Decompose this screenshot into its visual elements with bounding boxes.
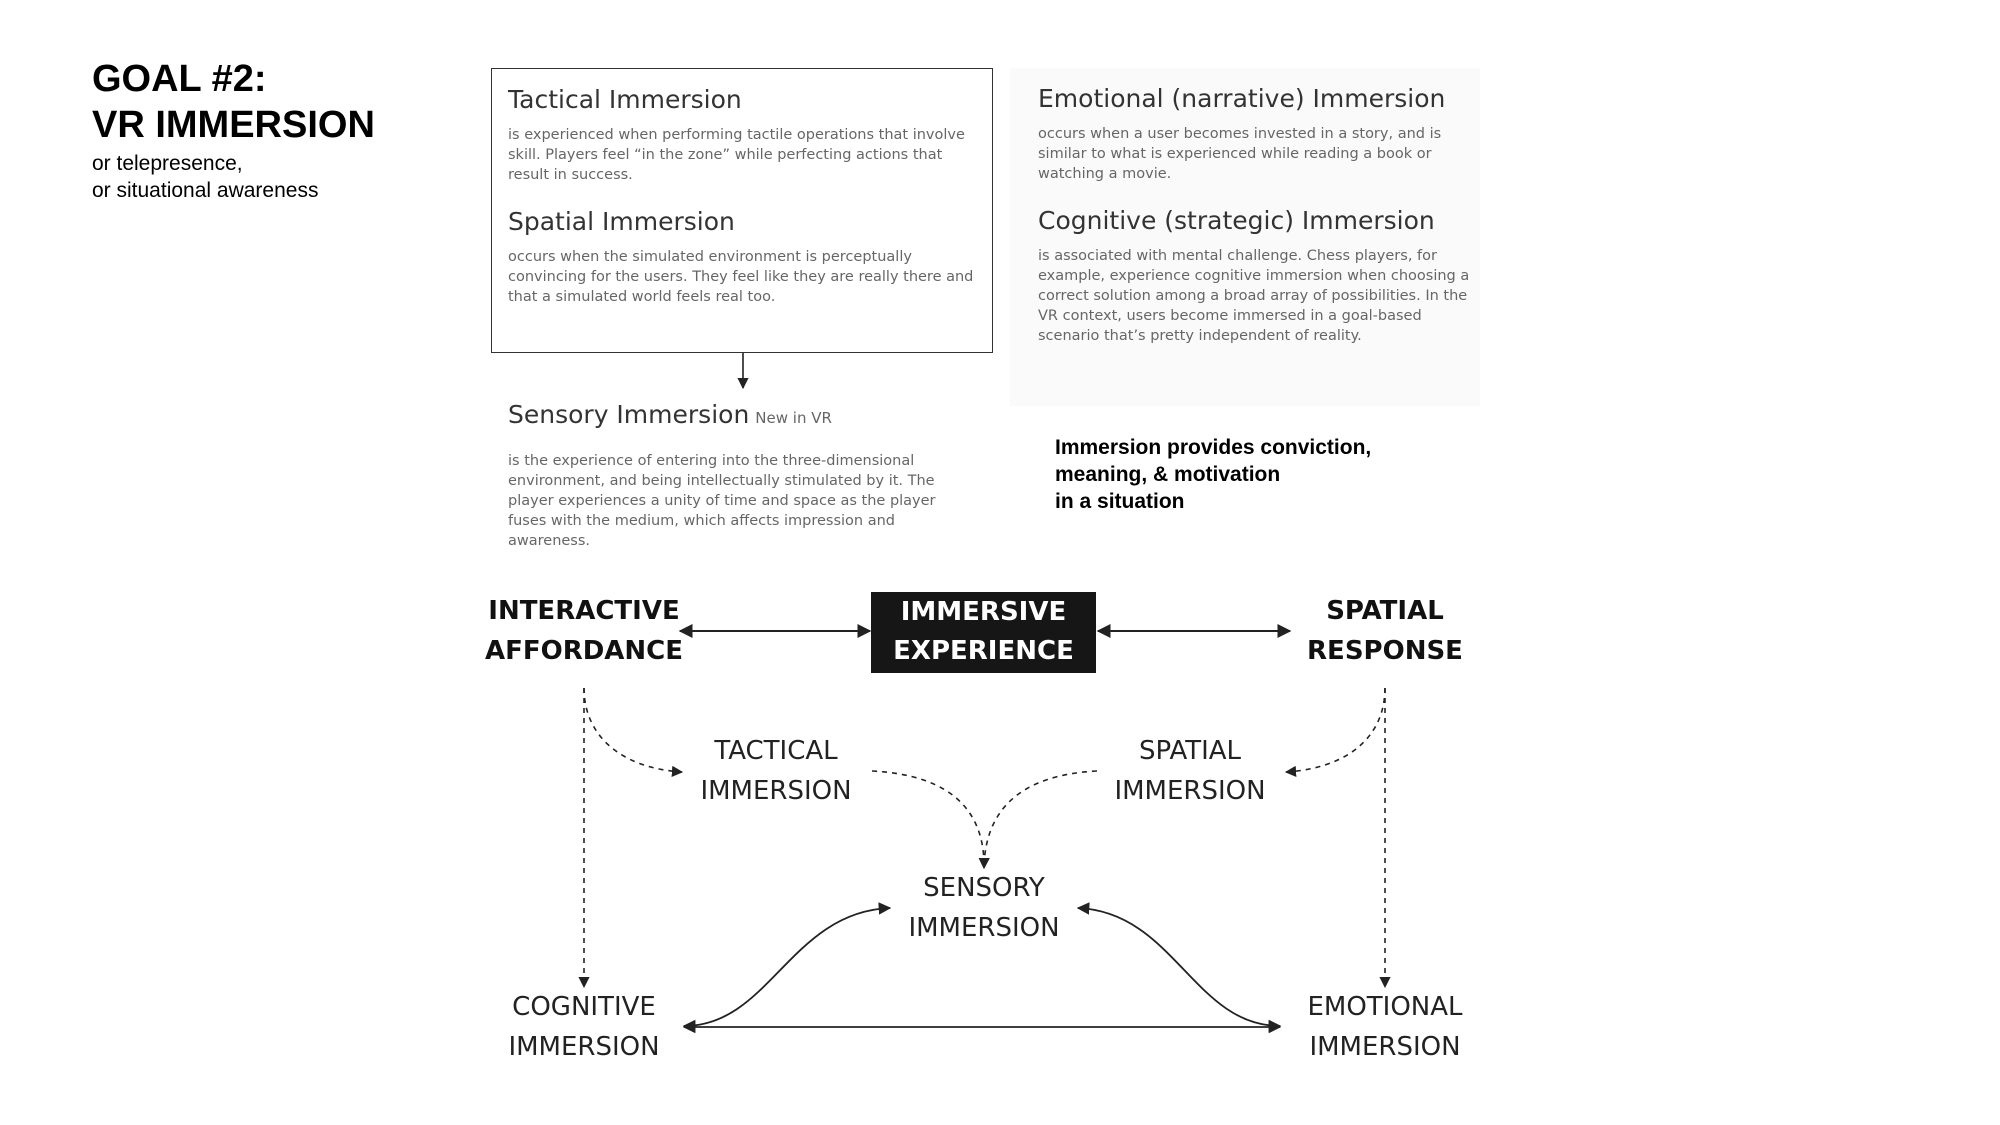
slide-title: GOAL #2: VR IMMERSION <box>92 56 375 148</box>
edge-affordance-tactical <box>583 687 684 777</box>
slide-title-line-1: GOAL #2: <box>92 58 267 100</box>
edge-spatial-sensory <box>978 770 1098 870</box>
definition-tactical: Tactical Immersion is experienced when p… <box>508 85 976 185</box>
slide-subtitle-line-2: or situational awareness <box>92 179 319 202</box>
definition-emotional: Emotional (narrative) Immersion occurs w… <box>1038 84 1480 184</box>
node-emotional-immersion: EMOTIONAL IMMERSION <box>1290 987 1480 1067</box>
definition-tactical-heading: Tactical Immersion <box>508 85 742 114</box>
definition-sensory-heading-row: Sensory Immersion New in VR <box>508 400 978 433</box>
node-spatial-immersion: SPATIAL IMMERSION <box>1100 731 1280 811</box>
definition-sensory-heading: Sensory Immersion <box>508 400 750 429</box>
immersion-quote-line-2: meaning, & motivation <box>1055 463 1281 486</box>
node-immersive-experience: IMMERSIVE EXPERIENCE <box>871 592 1096 673</box>
node-tactical-immersion: TACTICAL IMMERSION <box>686 731 866 811</box>
slide-subtitle: or telepresence, or situational awarenes… <box>92 150 318 204</box>
node-spatial-response-line-1: SPATIAL <box>1326 596 1444 626</box>
new-in-vr-badge: New in VR <box>755 409 832 427</box>
node-interactive-affordance: INTERACTIVE AFFORDANCE <box>474 591 694 671</box>
node-sensory-immersion-line-2: IMMERSION <box>908 913 1060 943</box>
slide-subtitle-line-1: or telepresence, <box>92 152 243 175</box>
node-immersive-experience-line-1: IMMERSIVE <box>900 597 1067 627</box>
definition-cognitive-body: is associated with mental challenge. Che… <box>1038 248 1470 344</box>
definition-panel-right: Emotional (narrative) Immersion occurs w… <box>1010 68 1480 406</box>
node-emotional-immersion-line-1: EMOTIONAL <box>1307 992 1463 1022</box>
immersion-quote: Immersion provides conviction, meaning, … <box>1055 434 1435 515</box>
definition-spatial-body: occurs when the simulated environment is… <box>508 249 974 305</box>
node-cognitive-immersion-line-1: COGNITIVE <box>512 992 656 1022</box>
slide-title-line-2: VR IMMERSION <box>92 104 375 146</box>
definition-cognitive-heading: Cognitive (strategic) Immersion <box>1038 206 1435 235</box>
node-emotional-immersion-line-2: IMMERSION <box>1309 1032 1461 1062</box>
edge-emotional-sensory <box>1076 902 1282 1033</box>
immersion-quote-line-1: Immersion provides conviction, <box>1055 436 1372 459</box>
node-spatial-response: SPATIAL RESPONSE <box>1290 591 1480 671</box>
definition-sensory: Sensory Immersion New in VR is the experi… <box>508 400 978 551</box>
edge-cognitive-sensory <box>682 902 892 1033</box>
node-immersive-experience-line-2: EXPERIENCE <box>893 636 1074 666</box>
edge-tactical-sensory <box>871 770 990 870</box>
node-tactical-immersion-line-1: TACTICAL <box>714 736 838 766</box>
node-sensory-immersion-line-1: SENSORY <box>923 873 1045 903</box>
node-tactical-immersion-line-2: IMMERSION <box>700 776 852 806</box>
definition-cognitive: Cognitive (strategic) Immersion is assoc… <box>1038 206 1480 346</box>
definition-tactical-body: is experienced when performing tactile o… <box>508 127 965 183</box>
definition-spatial: Spatial Immersion occurs when the simula… <box>508 207 976 307</box>
definition-box-left: Tactical Immersion is experienced when p… <box>491 68 993 353</box>
node-spatial-immersion-line-2: IMMERSION <box>1114 776 1266 806</box>
immersion-quote-line-3: in a situation <box>1055 490 1185 513</box>
node-sensory-immersion: SENSORY IMMERSION <box>894 868 1074 948</box>
node-spatial-response-line-2: RESPONSE <box>1307 636 1463 666</box>
node-interactive-affordance-line-2: AFFORDANCE <box>484 636 684 666</box>
definition-spatial-heading: Spatial Immersion <box>508 207 735 236</box>
edge-response-spatial <box>1284 687 1386 777</box>
node-interactive-affordance-line-1: INTERACTIVE <box>488 596 680 626</box>
definition-emotional-body: occurs when a user becomes invested in a… <box>1038 126 1442 182</box>
node-spatial-immersion-line-1: SPATIAL <box>1138 736 1242 766</box>
node-cognitive-immersion: COGNITIVE IMMERSION <box>494 987 674 1067</box>
node-cognitive-immersion-line-2: IMMERSION <box>508 1032 660 1062</box>
definition-emotional-heading: Emotional (narrative) Immersion <box>1038 84 1446 113</box>
definition-sensory-body: is the experience of entering into the t… <box>508 453 936 549</box>
